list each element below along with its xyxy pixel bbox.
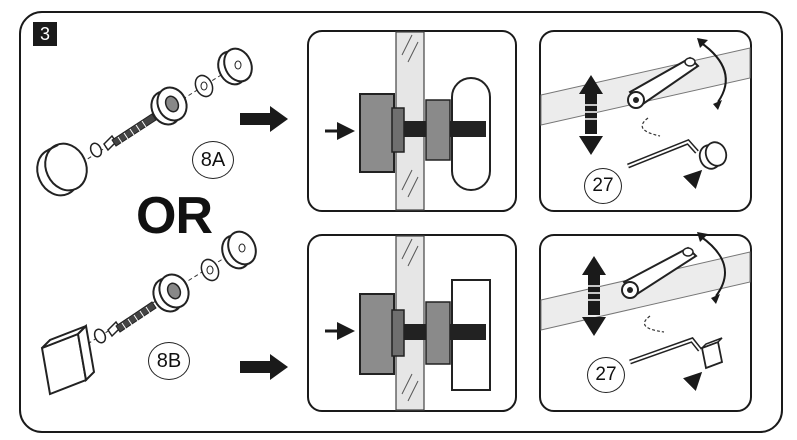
bushing-section [359,293,395,375]
rubber-washer-part [221,230,257,270]
hinge-arm-icon [621,246,698,299]
bushing-section [359,93,395,173]
or-divider-text: OR [136,187,213,245]
small-washer-part [93,328,107,344]
arrow-to-detail-8b [240,354,288,380]
round-cap-part [36,142,88,197]
threaded-bushing-part [152,273,190,313]
step-number-badge: 3 [33,22,57,46]
exploded-parts-8b [40,230,257,396]
round-cap-icon [698,141,728,170]
adjust-panel-8a [539,30,752,212]
threaded-bushing-part [150,86,188,126]
tool-label-bottom: 27 [587,357,625,393]
allen-key-icon [627,139,699,169]
allen-key-icon [629,337,702,365]
bolt-part [107,301,157,338]
adjust-panel-8b [539,232,752,412]
up-down-arrow-icon [579,75,603,155]
rubber-washer-part [217,47,253,86]
up-down-arrow-icon [582,256,606,336]
square-cap-part [40,323,96,396]
section-view-panel-8b [307,234,517,412]
option-label-8b: 8B [148,342,190,380]
outer-frame [19,11,783,433]
small-washer-part [89,142,103,158]
section-view-panel-8a [307,30,517,212]
arrow-to-detail-8a [240,106,288,132]
bolt-part [103,113,157,152]
hinge-arm-icon [627,56,700,109]
square-cap-icon [700,337,724,370]
exploded-parts-8a [36,47,253,197]
tool-label-top: 27 [584,168,622,204]
option-label-8a: 8A [192,141,234,179]
